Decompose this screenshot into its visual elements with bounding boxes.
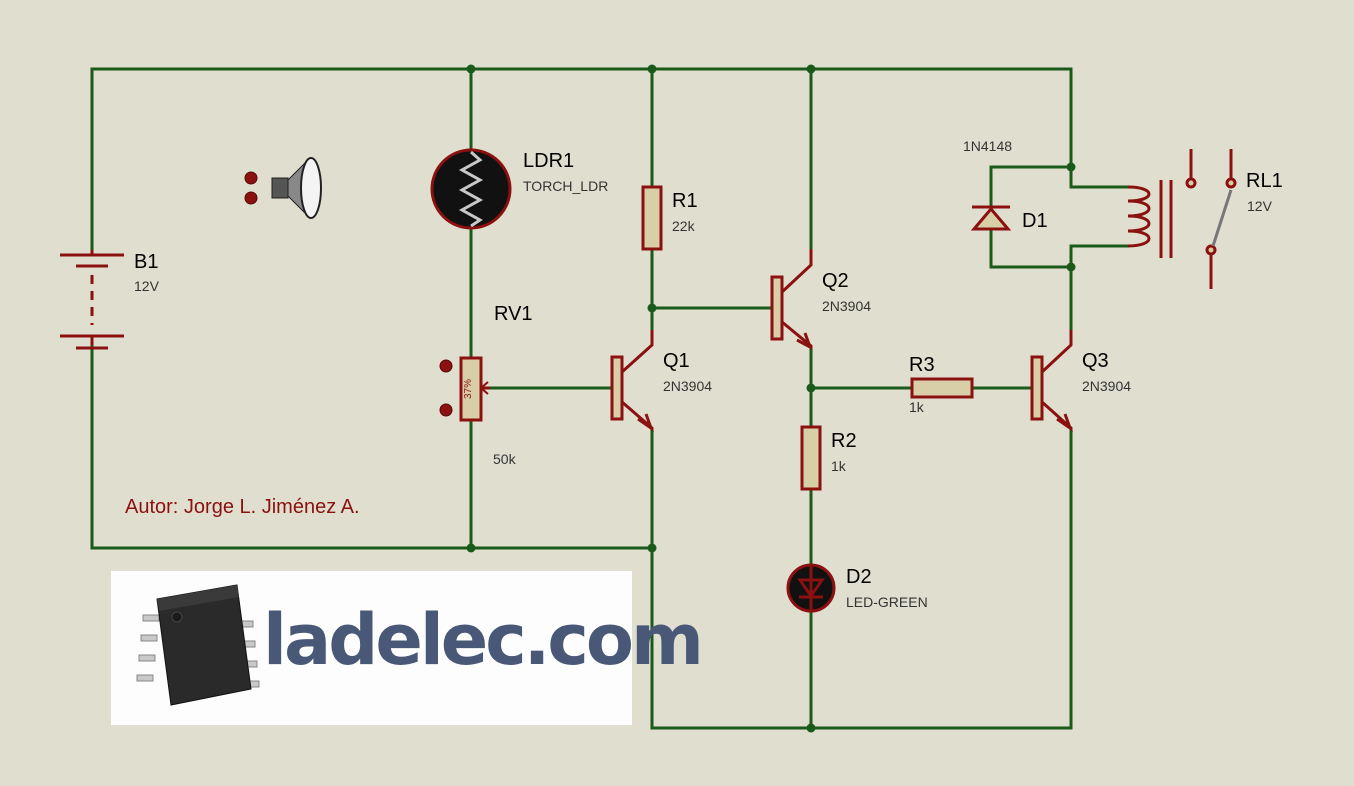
- rv1-ref-label: RV1: [494, 303, 533, 325]
- rv1-value-label: 50k: [493, 451, 516, 467]
- d2-value-label: LED-GREEN: [846, 594, 928, 610]
- rv1-adjust-buttons[interactable]: [439, 359, 453, 417]
- battery-b1-symbol[interactable]: [60, 250, 124, 350]
- potentiometer-rv1-symbol[interactable]: 37%: [459, 356, 490, 422]
- r1-value-label: 22k: [672, 218, 695, 234]
- transistor-q1-symbol[interactable]: [610, 330, 654, 432]
- speaker-icon[interactable]: [244, 157, 322, 219]
- rl1-ref-label: RL1: [1246, 170, 1283, 192]
- d1-ref-label: D1: [1022, 210, 1048, 232]
- resistor-r2-symbol[interactable]: [800, 425, 822, 491]
- r3-ref-label: R3: [909, 354, 935, 376]
- ldr1-value-label: TORCH_LDR: [523, 178, 609, 194]
- author-credit: Autor: Jorge L. Jiménez A.: [125, 496, 360, 518]
- b1-ref-label: B1: [134, 251, 159, 273]
- rl1-value-label: 12V: [1247, 198, 1272, 214]
- rv1-wiper-percent: 37%: [463, 379, 474, 399]
- r2-ref-label: R2: [831, 430, 857, 452]
- resistor-r3-symbol[interactable]: [910, 377, 974, 399]
- resistor-r1-symbol[interactable]: [641, 185, 663, 251]
- d1-value-label: 1N4148: [963, 138, 1013, 154]
- transistor-q2-symbol[interactable]: [770, 249, 813, 351]
- q1-value-label: 2N3904: [663, 378, 713, 394]
- q2-value-label: 2N3904: [822, 298, 872, 314]
- diode-d1-symbol[interactable]: [970, 205, 1012, 231]
- r2-value-label: 1k: [831, 458, 846, 474]
- r1-ref-label: R1: [672, 190, 698, 212]
- chip-icon: [136, 584, 260, 706]
- relay-rl1-symbol[interactable]: [1127, 149, 1237, 289]
- led-d2-symbol[interactable]: [786, 563, 836, 613]
- logo-text: ladelec.com: [263, 599, 704, 681]
- ldr1-symbol[interactable]: [430, 148, 512, 230]
- transistor-q3-symbol[interactable]: [1030, 330, 1073, 432]
- q1-ref-label: Q1: [663, 350, 690, 372]
- logo-banner[interactable]: ladelec.com: [111, 571, 704, 725]
- r3-value-label: 1k: [909, 399, 924, 415]
- junction-dots: [466, 64, 1076, 733]
- q3-value-label: 2N3904: [1082, 378, 1132, 394]
- d2-ref-label: D2: [846, 566, 872, 588]
- q3-ref-label: Q3: [1082, 350, 1109, 372]
- q2-ref-label: Q2: [822, 270, 849, 292]
- b1-value-label: 12V: [134, 278, 159, 294]
- ldr1-ref-label: LDR1: [523, 150, 575, 172]
